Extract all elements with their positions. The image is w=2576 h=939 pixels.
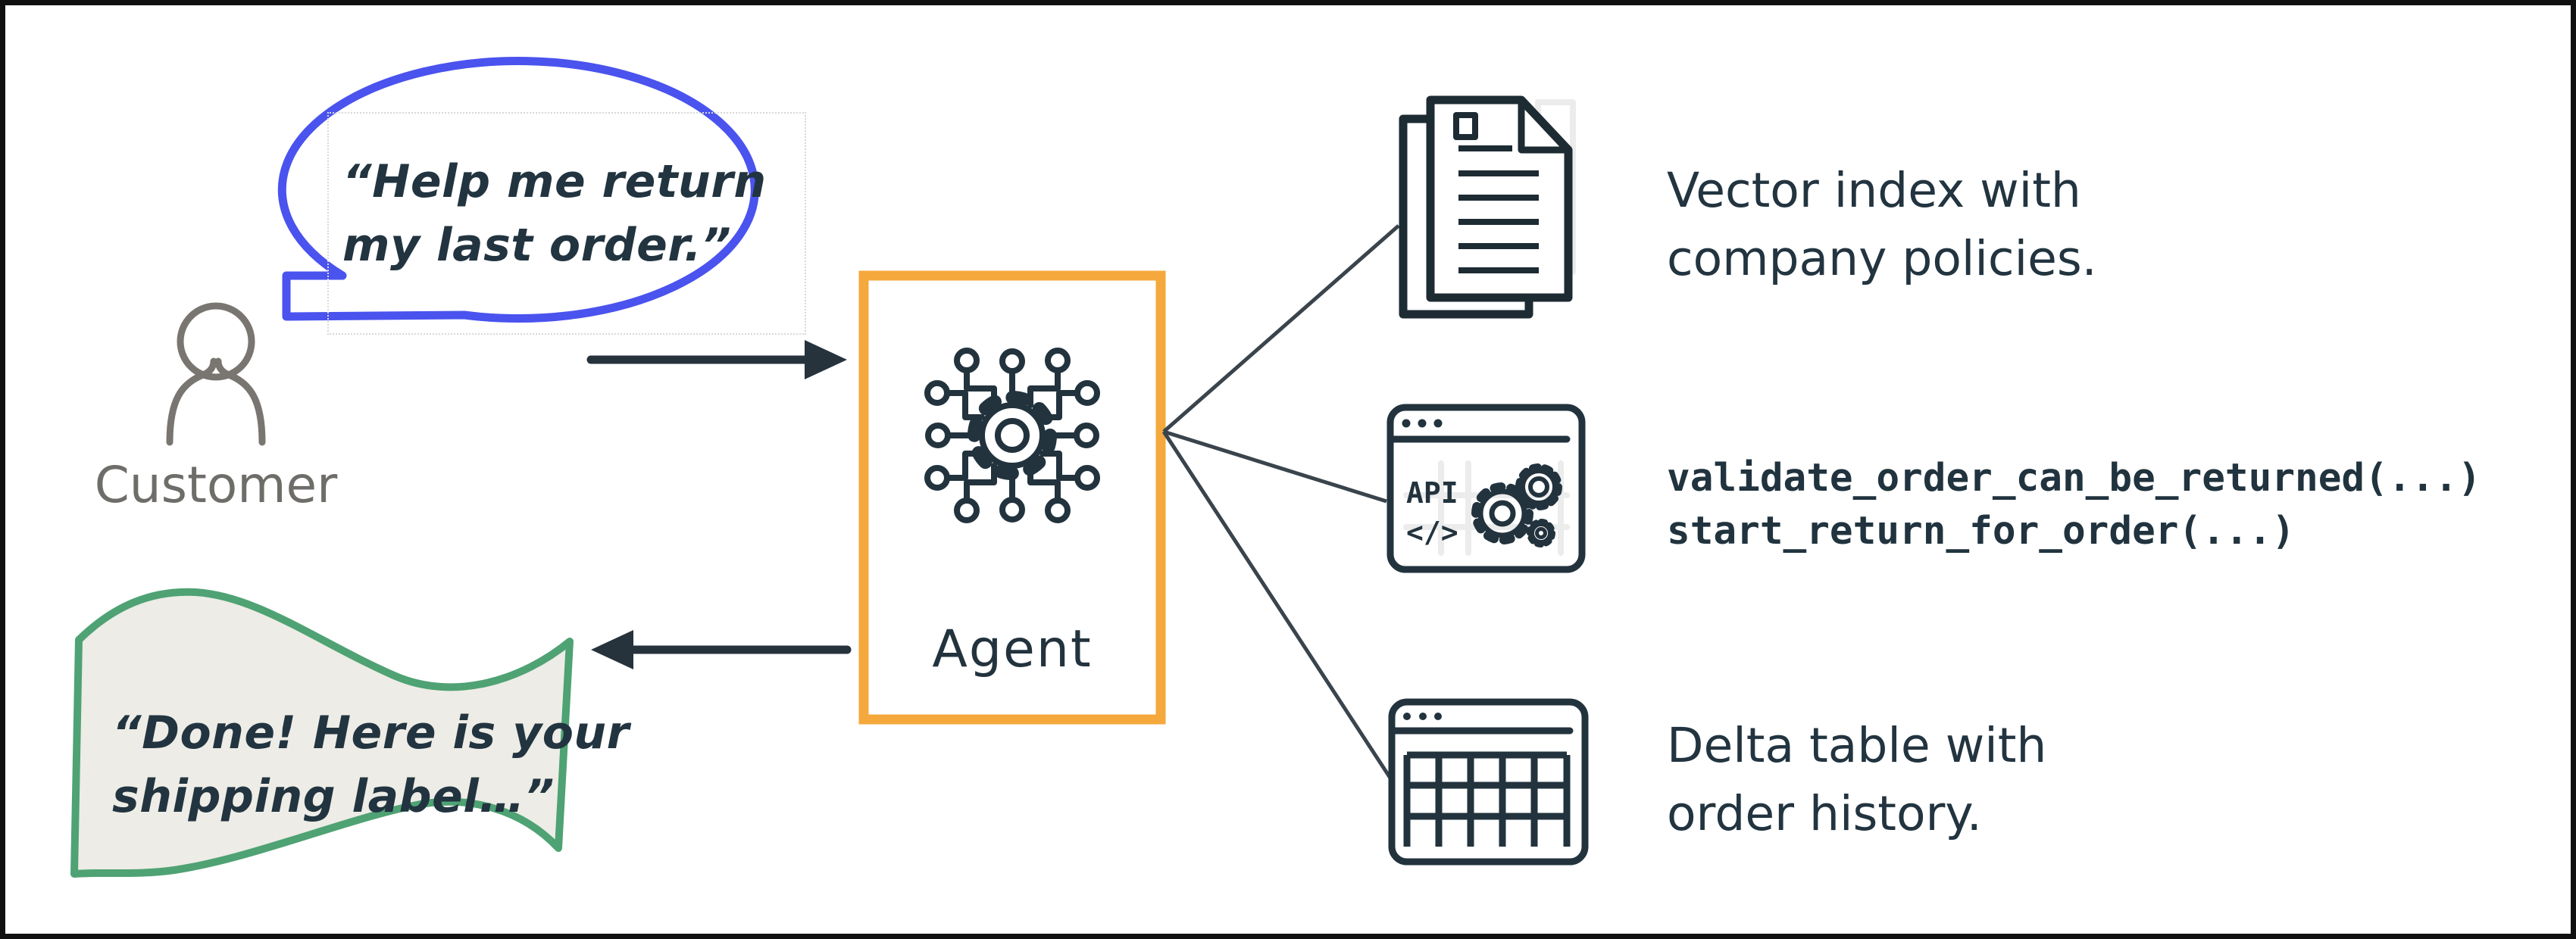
vector-index-line-2: company policies. [1667, 231, 2097, 286]
api-functions-label: validate_order_can_be_returned(...) star… [1667, 452, 2481, 558]
vector-index-line-1: Vector index with [1667, 163, 2081, 218]
request-line-1: “Help me return [342, 155, 767, 208]
bubble-text-placeholder-box [327, 112, 806, 335]
person-icon [166, 302, 266, 446]
delta-table-label: Delta table with order history. [1667, 712, 2046, 848]
browser-table-grid-icon [1388, 698, 1589, 866]
arrow-left-icon [591, 630, 852, 669]
speech-bubble-icon [277, 56, 759, 323]
request-line-2: my last order.” [342, 219, 732, 272]
api-function-2: start_return_for_order(...) [1667, 509, 2296, 554]
ai-gear-circuit-icon [924, 348, 1100, 523]
vector-index-label: Vector index with company policies. [1667, 157, 2097, 293]
arrow-right-icon [586, 340, 847, 379]
delta-table-line-2: order history. [1667, 786, 1982, 841]
delta-table-line-1: Delta table with [1667, 718, 2047, 773]
api-function-1: validate_order_can_be_returned(...) [1667, 456, 2481, 501]
api-icon-word: API [1406, 476, 1458, 510]
agent-label: Agent [932, 619, 1093, 679]
response-line-1: “Done! Here is your [112, 707, 630, 760]
agent-response-quote: “Done! Here is your shipping label…” [112, 701, 630, 828]
stacked-documents-icon [1399, 95, 1576, 319]
wavy-flag-icon [70, 588, 574, 878]
response-line-2: shipping label…” [112, 770, 555, 823]
gears-icon [1471, 463, 1562, 547]
customer-request-quote: “Help me return my last order.” [342, 150, 767, 277]
api-icon-code-glyph: </> [1406, 516, 1458, 549]
browser-api-gears-icon [1386, 404, 1586, 573]
customer-label: Customer [94, 456, 338, 514]
connector-lines [1161, 224, 1400, 783]
